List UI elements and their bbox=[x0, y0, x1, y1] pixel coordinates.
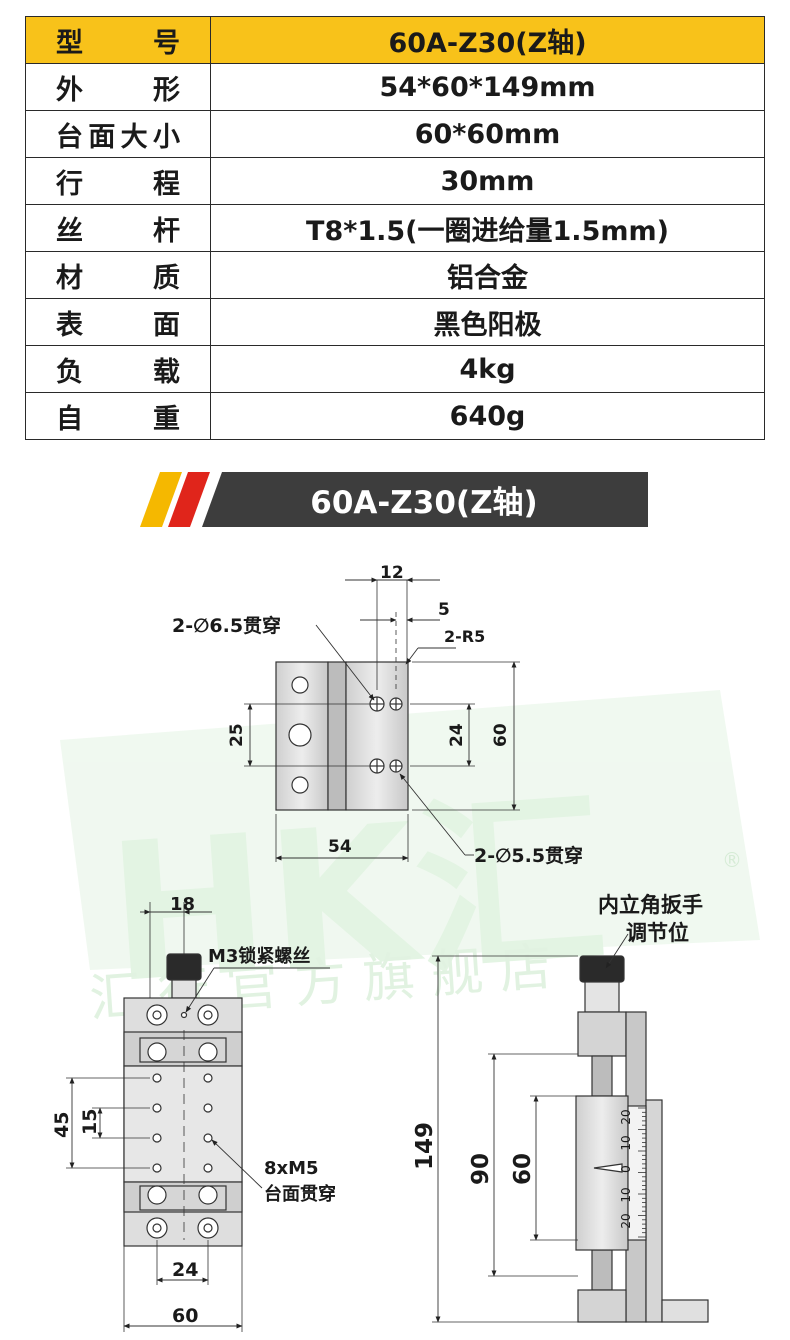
dim-5-label: 5 bbox=[438, 600, 450, 620]
spec-table: 型号 60A-Z30(Z轴) 外形 54*60*149mm 台面大小 60*60mm 行程 3… bbox=[25, 16, 765, 440]
dim-25-label: 25 bbox=[227, 723, 247, 747]
spec-label-cell: 表面 bbox=[25, 298, 211, 346]
spec-value: T8*1.5(一圈进给量1.5mm) bbox=[210, 204, 765, 252]
dim-24-front-label: 24 bbox=[172, 1259, 198, 1281]
spec-row: 材质铝合金 bbox=[25, 251, 765, 299]
section-banner bbox=[140, 472, 648, 527]
spec-label-cell: 自重 bbox=[25, 392, 211, 440]
spec-label: 型号 bbox=[56, 27, 180, 59]
dim-18-label: 18 bbox=[170, 894, 195, 915]
technical-drawing: HK汇 汇 行 官 方 旗 舰 店 ® bbox=[51, 563, 760, 1332]
scale-label: 20 bbox=[619, 1213, 633, 1228]
r5-label: 2-R5 bbox=[444, 627, 485, 646]
front-view bbox=[66, 902, 330, 1332]
spec-label: 丝杆 bbox=[56, 215, 180, 247]
dim-60-top-label: 60 bbox=[491, 723, 511, 747]
side-scale-labels: 20 10 0 10 20 bbox=[619, 1109, 633, 1228]
dim-24-label: 24 bbox=[447, 723, 467, 747]
spec-label: 行程 bbox=[56, 168, 180, 200]
dim-15-label: 15 bbox=[79, 1109, 101, 1135]
hole-55-label: 2-∅5.5贯穿 bbox=[474, 844, 583, 867]
hole-65-label: 2-∅6.5贯穿 bbox=[172, 614, 281, 637]
spec-value: 54*60*149mm bbox=[210, 63, 765, 111]
spec-value: 30mm bbox=[210, 157, 765, 205]
side-view-labels: 内立角扳手 调节位 149 90 60 bbox=[412, 893, 703, 1185]
m5-label-line2: 台面贯穿 bbox=[264, 1183, 336, 1205]
spec-label-cell: 负载 bbox=[25, 345, 211, 393]
spec-label-cell: 外形 bbox=[25, 63, 211, 111]
spec-label-cell: 丝杆 bbox=[25, 204, 211, 252]
scale-label: 0 bbox=[619, 1165, 633, 1173]
dim-60-front-label: 60 bbox=[172, 1305, 198, 1327]
banner-stripe-red bbox=[168, 472, 210, 527]
spec-label-cell: 材质 bbox=[25, 251, 211, 299]
spec-row: 型号 60A-Z30(Z轴) bbox=[25, 16, 765, 64]
banner-dark-bar bbox=[202, 472, 648, 527]
side-view bbox=[575, 955, 709, 1323]
top-view bbox=[244, 577, 520, 862]
spec-label-cell: 台面大小 bbox=[25, 110, 211, 158]
dim-90-label: 90 bbox=[468, 1153, 494, 1185]
spec-row: 外形 54*60*149mm bbox=[25, 63, 765, 111]
watermark-registered: ® bbox=[722, 848, 742, 872]
top-view-labels: 12 5 2-∅6.5贯穿 2-R5 25 24 60 54 2-∅5.5贯穿 bbox=[172, 563, 583, 867]
knob-label-line1: 内立角扳手 bbox=[598, 893, 703, 917]
dim-149-label: 149 bbox=[412, 1122, 438, 1170]
scale-label: 10 bbox=[619, 1187, 633, 1202]
dim-54-label: 54 bbox=[328, 837, 352, 857]
spec-label: 外形 bbox=[56, 74, 180, 106]
dim-60-side-label: 60 bbox=[510, 1153, 536, 1185]
watermark: HK汇 汇 行 官 方 旗 舰 店 ® bbox=[60, 690, 760, 1030]
spec-value: 640g bbox=[210, 392, 765, 440]
spec-label: 负载 bbox=[56, 356, 180, 388]
spec-row: 台面大小 60*60mm bbox=[25, 110, 765, 158]
front-view-labels: 18 M3锁紧螺丝 45 15 8xM5 台面贯穿 24 60 bbox=[51, 894, 336, 1327]
side-scale bbox=[638, 1107, 646, 1238]
scale-label: 10 bbox=[619, 1135, 633, 1150]
spec-row: 行程 30mm bbox=[25, 157, 765, 205]
spec-label-cell: 型号 bbox=[25, 16, 211, 64]
m5-label-line1: 8xM5 bbox=[264, 1158, 319, 1179]
banner-title: 60A-Z30(Z轴) bbox=[310, 485, 538, 521]
spec-value: 60*60mm bbox=[210, 110, 765, 158]
spec-label-cell: 行程 bbox=[25, 157, 211, 205]
banner-stripe-yellow bbox=[140, 472, 182, 527]
knob-label-line2: 调节位 bbox=[626, 921, 689, 945]
spec-row: 表面黑色阳极 bbox=[25, 298, 765, 346]
spec-value: 铝合金 bbox=[210, 251, 765, 299]
spec-label: 表面 bbox=[56, 309, 180, 341]
spec-label: 材质 bbox=[56, 262, 180, 294]
spec-value: 60A-Z30(Z轴) bbox=[210, 16, 765, 64]
spec-row: 负载 4kg bbox=[25, 345, 765, 393]
scale-label: 20 bbox=[619, 1109, 633, 1124]
spec-row: 丝杆 T8*1.5(一圈进给量1.5mm) bbox=[25, 204, 765, 252]
spec-value: 4kg bbox=[210, 345, 765, 393]
spec-label: 台面大小 bbox=[56, 121, 180, 153]
dim-45-label: 45 bbox=[51, 1112, 73, 1138]
spec-label: 自重 bbox=[56, 403, 180, 435]
side-view-dims bbox=[432, 933, 629, 1323]
dim-12-label: 12 bbox=[380, 563, 404, 583]
m3-label: M3锁紧螺丝 bbox=[208, 945, 310, 967]
spec-row: 自重 640g bbox=[25, 392, 765, 440]
spec-value: 黑色阳极 bbox=[210, 298, 765, 346]
